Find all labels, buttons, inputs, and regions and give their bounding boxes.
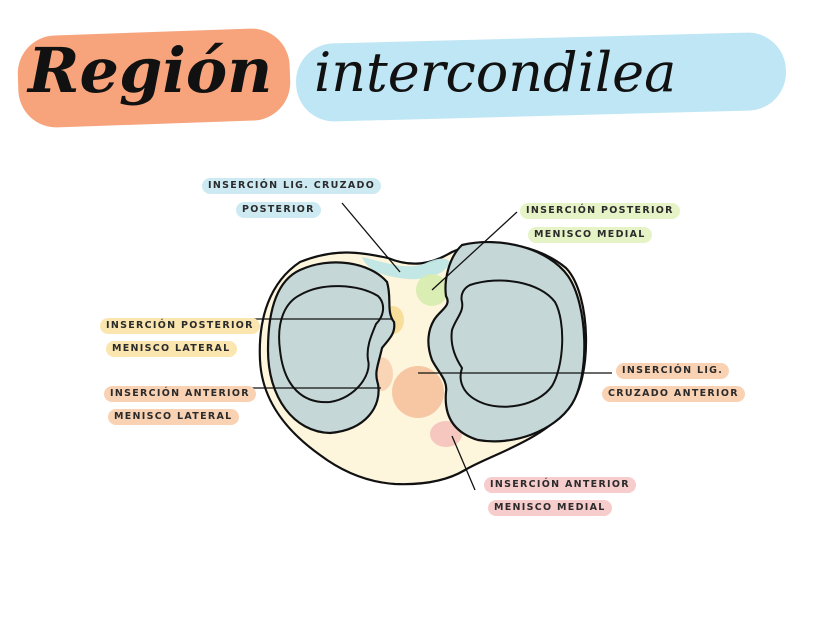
mlp-label-line1: INSERCIÓN POSTERIOR — [100, 318, 260, 334]
mma-label-line1: INSERCIÓN ANTERIOR — [484, 477, 636, 493]
lcp-leader-line — [341, 202, 401, 273]
mla-label-line1: INSERCIÓN ANTERIOR — [104, 386, 256, 402]
medial-meniscus-inner-rim — [450, 279, 564, 408]
mma-leader-line — [451, 435, 476, 491]
lcp-insertion-area — [362, 257, 450, 280]
acl-insertion-area — [392, 366, 444, 418]
lcp-label-line1: INSERCIÓN LIG. CRUZADO — [202, 178, 382, 194]
page-title-word-intercondilea: intercondilea — [314, 41, 677, 104]
acl-label-line1: INSERCIÓN LIG. — [616, 363, 730, 379]
mla-label-line2: MENISCO LATERAL — [108, 409, 239, 425]
mma-label-line2: MENISCO MEDIAL — [488, 500, 612, 516]
lateral-meniscus-inner-rim — [278, 285, 384, 404]
mlp-label-line2: MENISCO LATERAL — [106, 341, 237, 357]
lcp-label-line2: POSTERIOR — [236, 202, 321, 218]
mmp-label-line2: MENISCO MEDIAL — [528, 227, 652, 243]
mmp-label-line1: INSERCIÓN POSTERIOR — [520, 203, 680, 219]
acl-label-line2: CRUZADO ANTERIOR — [602, 386, 745, 402]
mmp-leader-line — [431, 211, 518, 291]
page-title-word-region: Región — [28, 34, 273, 107]
